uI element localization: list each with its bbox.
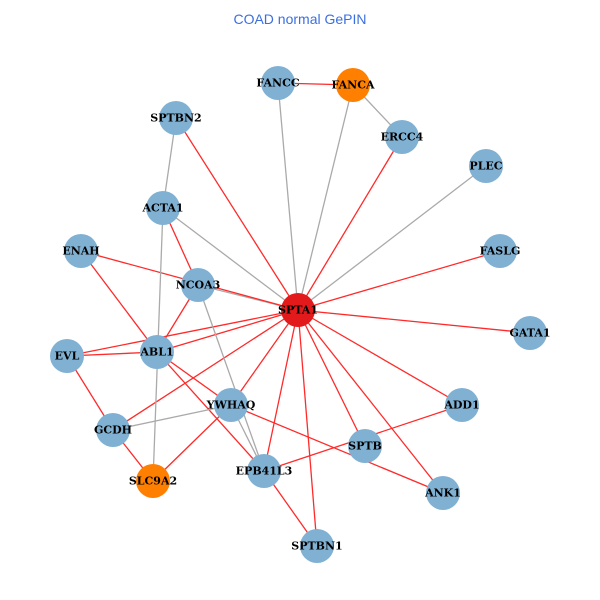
node-sptb[interactable]: SPTB: [348, 429, 382, 463]
node-circle: [159, 101, 193, 135]
edge-gata1-spta1: [297, 309, 531, 334]
node-circle: [96, 413, 130, 447]
edge-acta1-spta1: [162, 207, 299, 311]
node-fancc[interactable]: FANCC: [256, 66, 300, 100]
node-circle: [146, 191, 180, 225]
node-gata1[interactable]: GATA1: [509, 316, 551, 350]
edge-ncoa3-epb41l3: [197, 284, 265, 472]
node-circle: [336, 68, 370, 102]
node-label: ADD1: [443, 399, 479, 412]
node-circle: [483, 234, 517, 268]
node-ywhaq[interactable]: YWHAQ: [206, 388, 256, 422]
node-circle: [385, 120, 419, 154]
node-slc9a2[interactable]: SLC9A2: [129, 464, 177, 498]
node-plec[interactable]: PLEC: [469, 149, 503, 183]
node-sptbn2[interactable]: SPTBN2: [150, 101, 202, 135]
node-add1[interactable]: ADD1: [443, 388, 480, 422]
edge-evl-spta1: [66, 309, 299, 357]
node-label: SPTB: [348, 440, 382, 453]
edge-faslg-spta1: [297, 250, 501, 311]
node-epb41l3[interactable]: EPB41L3: [236, 454, 293, 488]
node-label: SPTBN2: [150, 112, 201, 125]
node-label: GATA1: [509, 327, 550, 340]
node-spta1[interactable]: SPTA1: [278, 293, 318, 327]
node-ank1[interactable]: ANK1: [424, 476, 461, 510]
node-label: ANK1: [424, 487, 461, 500]
node-label: EPB41L3: [236, 465, 293, 478]
node-label: YWHAQ: [206, 399, 256, 412]
edge-sptbn2-spta1: [175, 117, 299, 311]
edge-gcdh-ywhaq: [112, 404, 232, 431]
edge-sptb-spta1: [297, 309, 366, 447]
node-acta1[interactable]: ACTA1: [141, 191, 184, 225]
edge-plec-spta1: [297, 165, 487, 311]
node-label: SLC9A2: [129, 475, 177, 488]
node-label: SPTA1: [278, 304, 318, 317]
node-circle: [261, 66, 295, 100]
node-evl[interactable]: EVL: [50, 339, 84, 373]
edge-gcdh-spta1: [112, 309, 299, 431]
edge-slc9a2-ywhaq: [152, 404, 232, 482]
node-circle: [181, 268, 215, 302]
node-sptbn1[interactable]: SPTBN1: [291, 529, 343, 563]
node-circle: [426, 476, 460, 510]
node-label: GCDH: [94, 424, 132, 437]
node-gcdh[interactable]: GCDH: [94, 413, 132, 447]
edge-abl1-spta1: [156, 309, 299, 353]
node-circle: [64, 234, 98, 268]
node-circle: [50, 339, 84, 373]
node-faslg[interactable]: FASLG: [480, 234, 521, 268]
edge-sptbn1-spta1: [297, 309, 318, 547]
edge-ank1-spta1: [297, 309, 444, 494]
node-circle: [300, 529, 334, 563]
node-ncoa3[interactable]: NCOA3: [176, 268, 221, 302]
edge-fancc-spta1: [277, 82, 299, 311]
node-circle: [136, 464, 170, 498]
edge-ercc4-spta1: [297, 136, 403, 311]
node-label: EVL: [55, 350, 80, 363]
edge-ywhaq-ank1: [230, 404, 444, 494]
edge-enah-abl1: [80, 250, 158, 353]
node-label: NCOA3: [176, 279, 221, 292]
node-circle: [445, 388, 479, 422]
node-circle: [140, 335, 174, 369]
node-label: SPTBN1: [291, 540, 342, 553]
node-label: ENAH: [62, 245, 99, 258]
node-circle: [247, 454, 281, 488]
node-label: FANCA: [331, 79, 375, 92]
edge-epb41l3-spta1: [263, 309, 299, 472]
node-ercc4[interactable]: ERCC4: [381, 120, 424, 154]
node-circle: [348, 429, 382, 463]
node-circle: [469, 149, 503, 183]
node-label: PLEC: [469, 160, 502, 173]
node-label: ERCC4: [381, 131, 424, 144]
node-label: ABL1: [139, 346, 173, 359]
node-circle: [513, 316, 547, 350]
node-enah[interactable]: ENAH: [62, 234, 100, 268]
edge-abl1-epb41l3: [156, 351, 265, 472]
chart-title: COAD normal GePIN: [233, 11, 367, 27]
node-abl1[interactable]: ABL1: [139, 335, 174, 369]
node-label: FANCC: [256, 77, 300, 90]
node-label: ACTA1: [141, 202, 183, 215]
node-circle: [214, 388, 248, 422]
edge-ywhaq-spta1: [230, 309, 299, 406]
edge-add1-spta1: [297, 309, 463, 406]
edge-fanca-spta1: [297, 84, 354, 311]
node-fanca[interactable]: FANCA: [331, 68, 375, 102]
node-circle: [281, 293, 315, 327]
node-label: FASLG: [480, 245, 521, 258]
